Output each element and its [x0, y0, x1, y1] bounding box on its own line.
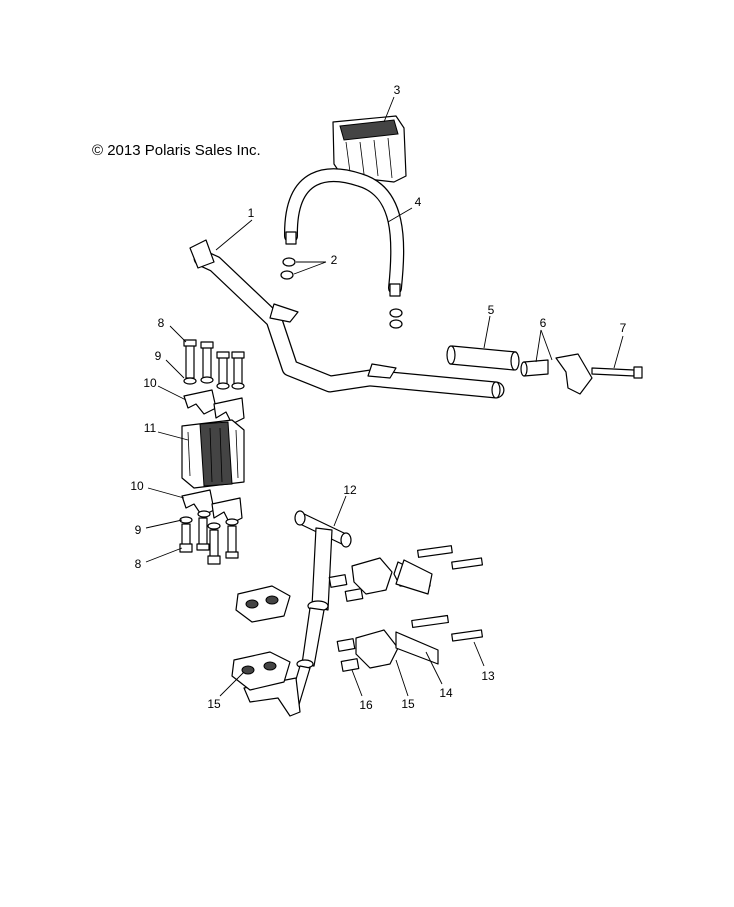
hoop-bar — [283, 168, 405, 297]
copyright-notice: © 2013 Polaris Sales Inc. — [92, 142, 261, 159]
steering-linkage — [328, 545, 484, 672]
callout-1: 1 — [248, 206, 255, 220]
grip-tube — [446, 345, 520, 371]
callout-10-upper: 10 — [143, 376, 157, 390]
bar-end-bolt — [591, 366, 643, 379]
callout-labels: 3 1 4 2 5 6 7 8 9 10 11 10 9 8 12 13 14 … — [130, 83, 626, 712]
callout-14: 14 — [439, 686, 453, 700]
lower-clamp-hardware — [179, 489, 243, 565]
callout-8-lower: 8 — [135, 557, 142, 571]
leader-lines — [145, 96, 624, 697]
callout-16: 16 — [359, 698, 373, 712]
callout-3: 3 — [394, 83, 401, 97]
riser-block — [181, 419, 245, 489]
upper-clamp-hardware — [183, 339, 245, 425]
callout-15-right: 15 — [401, 697, 415, 711]
handlebar-pad — [332, 115, 407, 183]
callout-6: 6 — [540, 316, 547, 330]
callout-7: 7 — [620, 321, 627, 335]
callout-11: 11 — [144, 421, 157, 435]
callout-10-lower: 10 — [130, 479, 144, 493]
callout-13: 13 — [481, 669, 495, 683]
callout-15-left: 15 — [207, 697, 221, 711]
callout-5: 5 — [488, 303, 495, 317]
handlebar — [189, 239, 505, 399]
callout-2: 2 — [331, 253, 338, 267]
nuts — [280, 257, 403, 329]
steering-post — [243, 510, 352, 717]
callout-4: 4 — [415, 195, 422, 209]
end-fittings — [520, 353, 593, 395]
callout-12: 12 — [343, 483, 357, 497]
callout-9-upper: 9 — [155, 349, 162, 363]
callout-8-upper: 8 — [158, 316, 165, 330]
callout-9-lower: 9 — [135, 523, 142, 537]
clamp-left — [231, 585, 291, 691]
